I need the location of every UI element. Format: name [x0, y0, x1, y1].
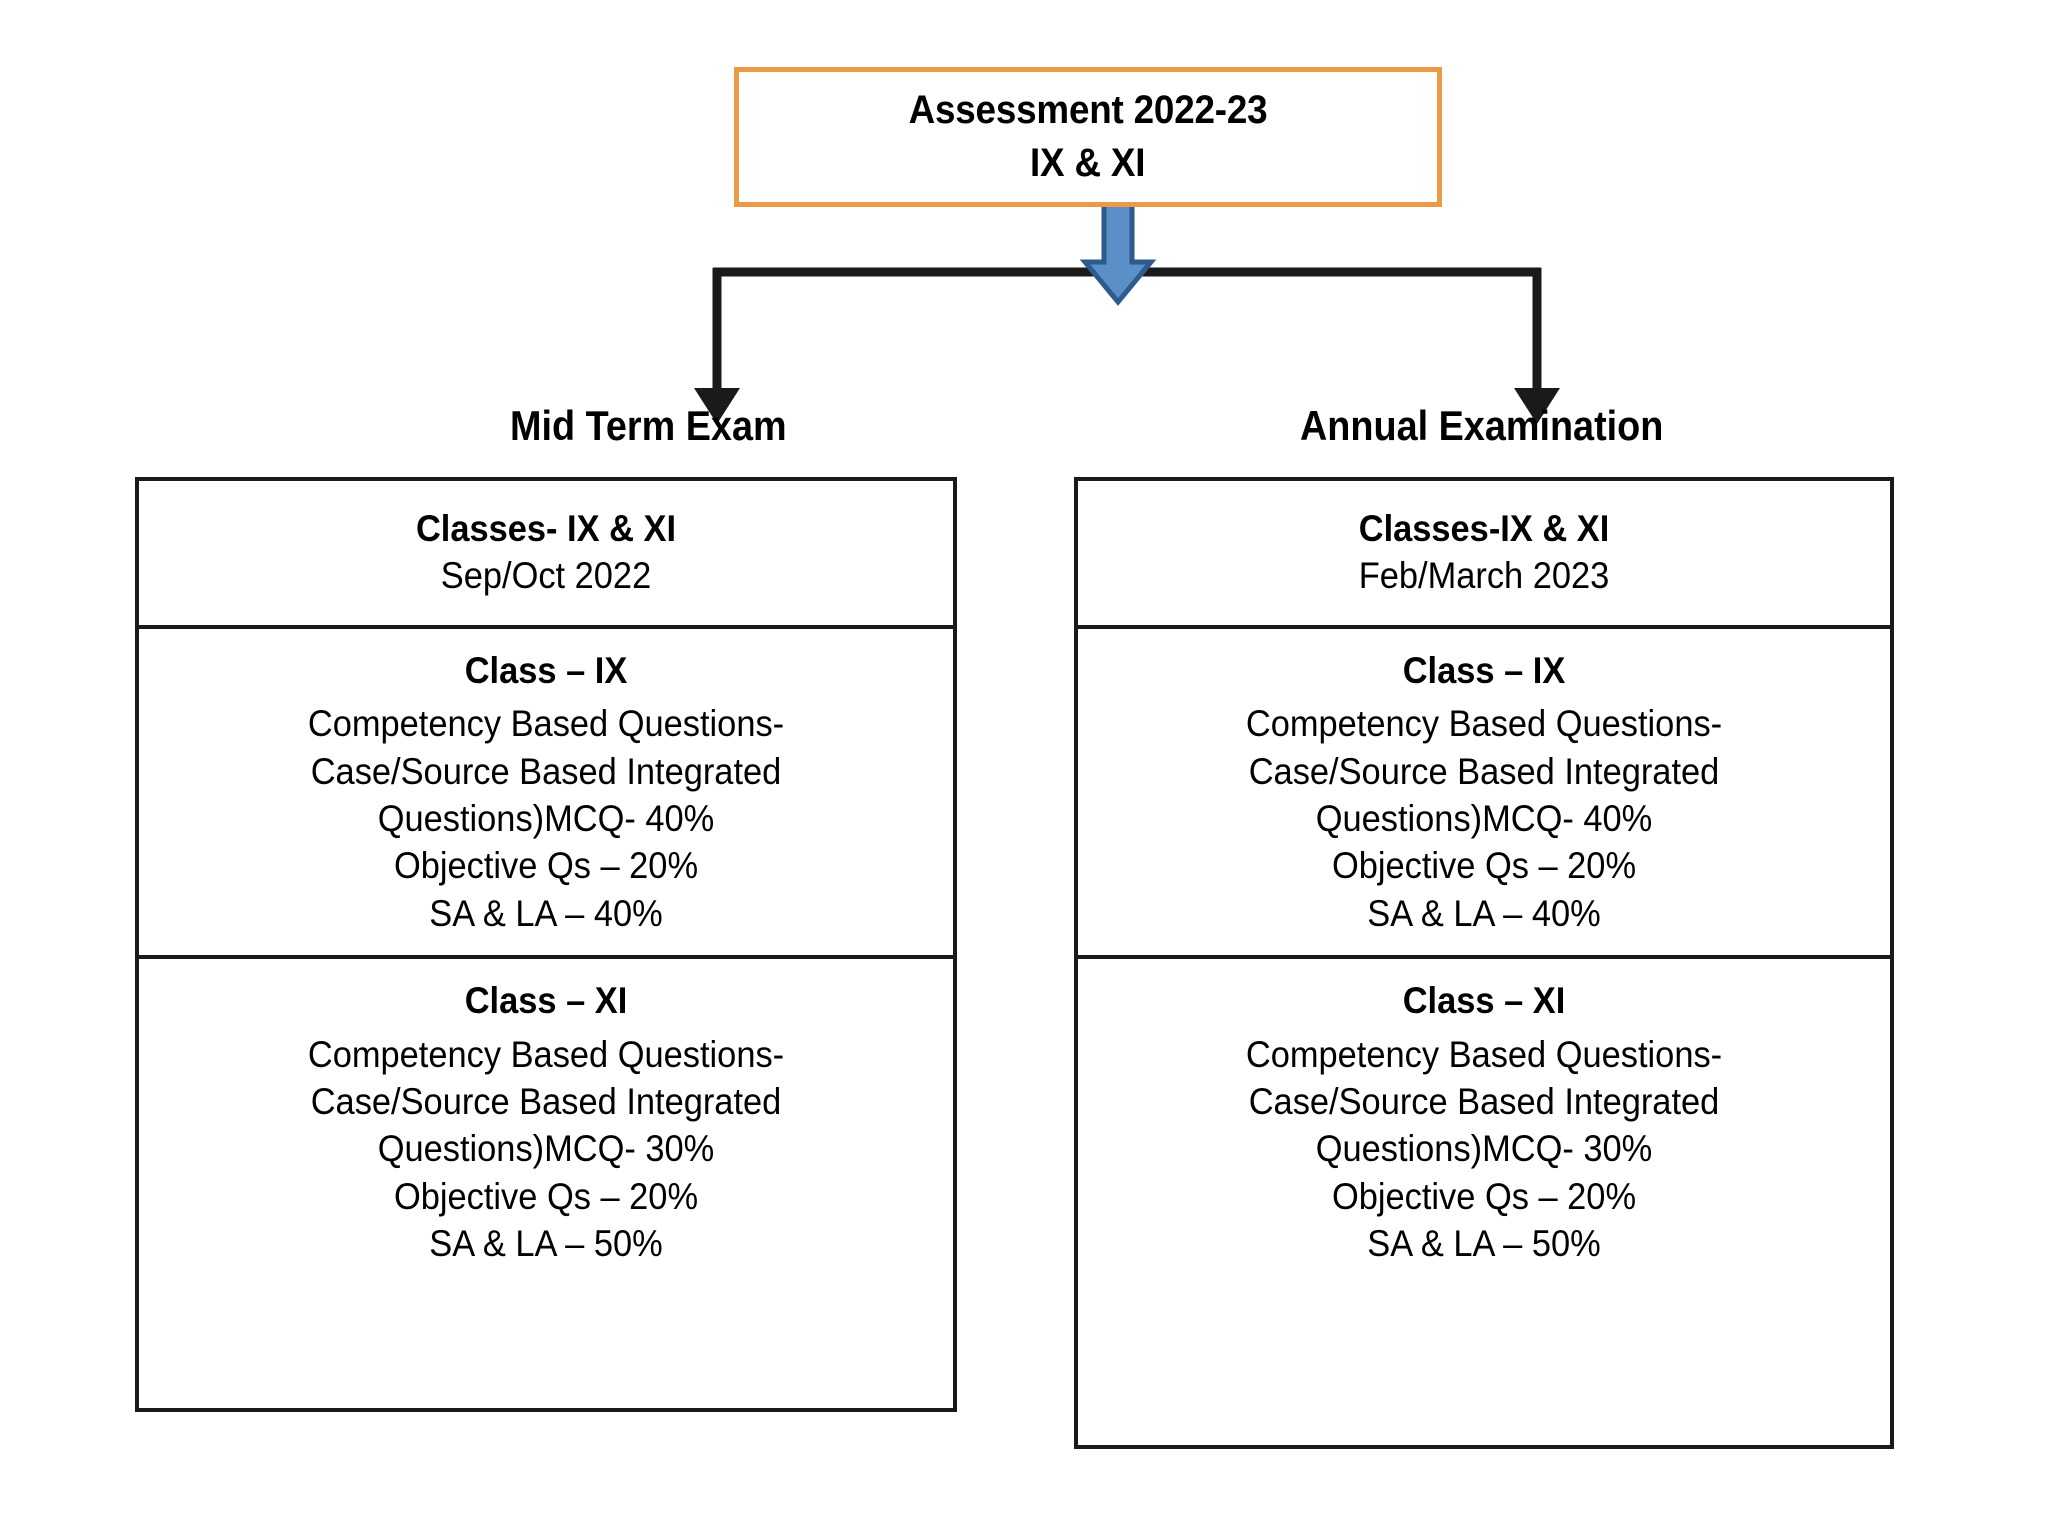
blue-down-arrow-icon	[1079, 195, 1157, 306]
period-label: Sep/Oct 2022	[440, 555, 652, 596]
section-line: Competency Based Questions-	[1245, 1033, 1723, 1075]
table-row-class-xi: Class – XI Competency Based Questions- C…	[139, 959, 953, 1285]
mid-term-exam-table: Classes- IX & XI Sep/Oct 2022 Class – IX…	[135, 477, 957, 1412]
annual-examination-table: Classes-IX & XI Feb/March 2023 Class – I…	[1074, 477, 1894, 1449]
branch-label-annual-examination: Annual Examination	[1300, 402, 1664, 449]
root-title-line-1: Assessment 2022-23	[908, 88, 1268, 133]
section-line: SA & LA – 50%	[429, 1222, 663, 1264]
section-line: Case/Source Based Integrated	[1248, 750, 1720, 792]
section-line: Competency Based Questions-	[307, 1033, 785, 1075]
section-line: Competency Based Questions-	[1245, 703, 1723, 745]
section-line: SA & LA – 40%	[1367, 892, 1601, 934]
branch-label-mid-term-exam: Mid Term Exam	[510, 402, 787, 449]
section-title: Class – XI	[1402, 980, 1566, 1022]
section-line: Questions)MCQ- 30%	[377, 1128, 715, 1170]
section-line: SA & LA – 40%	[429, 892, 663, 934]
period-label: Feb/March 2023	[1358, 555, 1610, 596]
section-line: Competency Based Questions-	[307, 703, 785, 745]
section-line: Questions)MCQ- 30%	[1315, 1128, 1653, 1170]
section-line: Objective Qs – 20%	[393, 1175, 699, 1217]
root-title-line-2: IX & XI	[1030, 141, 1146, 185]
section-title: Class – IX	[1402, 650, 1566, 691]
table-row-class-xi: Class – XI Competency Based Questions- C…	[1078, 959, 1890, 1285]
section-line: Questions)MCQ- 40%	[1315, 798, 1653, 840]
section-line: Objective Qs – 20%	[1331, 845, 1637, 887]
section-line: Objective Qs – 20%	[393, 845, 699, 887]
table-row-class-ix: Class – IX Competency Based Questions- C…	[1078, 629, 1890, 960]
section-line: Case/Source Based Integrated	[310, 1080, 782, 1122]
table-row-header: Classes- IX & XI Sep/Oct 2022	[139, 481, 953, 629]
section-title: Class – IX	[464, 650, 628, 691]
section-line: Objective Qs – 20%	[1331, 1175, 1637, 1217]
section-line: SA & LA – 50%	[1367, 1222, 1601, 1264]
section-line: Case/Source Based Integrated	[310, 750, 782, 792]
classes-label: Classes-IX & XI	[1358, 507, 1610, 549]
section-line: Case/Source Based Integrated	[1248, 1080, 1720, 1122]
classes-label: Classes- IX & XI	[415, 507, 677, 549]
table-row-header: Classes-IX & XI Feb/March 2023	[1078, 481, 1890, 629]
section-title: Class – XI	[464, 980, 628, 1022]
table-row-class-ix: Class – IX Competency Based Questions- C…	[139, 629, 953, 960]
root-node-assessment: Assessment 2022-23 IX & XI	[734, 67, 1442, 207]
section-line: Questions)MCQ- 40%	[377, 798, 715, 840]
